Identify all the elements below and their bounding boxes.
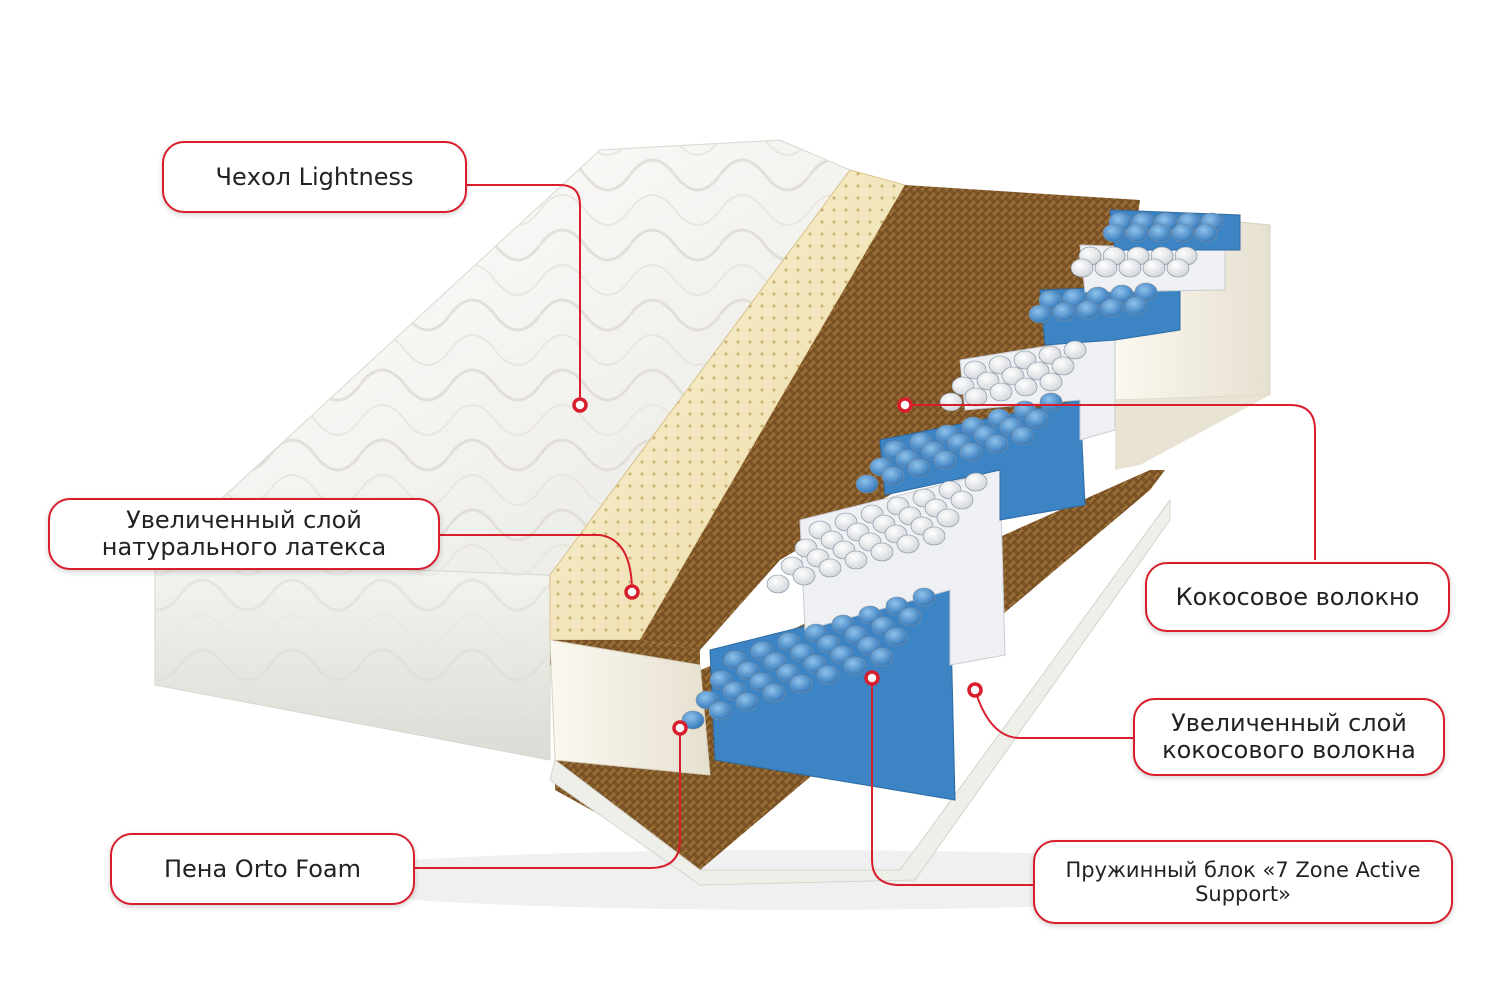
spring-coils [681, 212, 1224, 730]
spring-coil-top [1125, 223, 1149, 243]
label-spring: Пружинный блок «7 Zone Active Support» [1033, 840, 1453, 924]
spring-coil-top [1100, 298, 1124, 318]
spring-coil-top [1142, 258, 1166, 278]
spring-coil-top [1070, 258, 1094, 278]
spring-coil-top [766, 574, 790, 594]
spring-coil-top [1102, 223, 1126, 243]
spring-coil-top [1124, 296, 1148, 316]
spring-coil-top [898, 607, 922, 627]
label-cover-text: Чехол Lightness [215, 162, 414, 191]
spring-coil-top [964, 472, 988, 492]
spring-coil-top [818, 558, 842, 578]
spring-coil-top [985, 434, 1009, 454]
coir-top-layer [640, 185, 1140, 650]
label-latex: Увеличенный слой натурального латекса [48, 498, 440, 570]
spring-coil-top [881, 466, 905, 486]
spring-coil-top [1039, 392, 1063, 412]
spring-coil-top [681, 710, 705, 730]
spring-coil-top [1166, 258, 1190, 278]
spring-coil-top [1171, 223, 1195, 243]
spring-coil-top [884, 627, 908, 647]
marker-coconut [897, 397, 913, 413]
line-coconut-thick [974, 689, 1133, 739]
spring-coil-top [907, 458, 931, 478]
label-cover: Чехол Lightness [162, 141, 467, 213]
spring-coil-top [1076, 300, 1100, 320]
spring-coil-top [1148, 223, 1172, 243]
spring-coil-top [789, 674, 813, 694]
spring-coil-top [912, 587, 936, 607]
spring-coil-top [1094, 258, 1118, 278]
spring-coil-top [1051, 356, 1075, 376]
spring-coil-top [844, 550, 868, 570]
spring-coil-top [950, 490, 974, 510]
marker-spring [864, 670, 880, 686]
spring-coil-top [959, 442, 983, 462]
spring-coil-top [933, 450, 957, 470]
spring-coil-top [1038, 290, 1062, 310]
spring-coil-top [870, 542, 894, 562]
marker-latex [624, 584, 640, 600]
spring-coil-top [735, 692, 759, 712]
spring-coil-top [816, 665, 840, 685]
label-coconut-thick-line1: Увеличенный слой [1171, 709, 1407, 737]
line-foam [415, 728, 681, 869]
callout-markers [572, 397, 983, 736]
foam-block-front [549, 639, 711, 776]
marker-foam [672, 720, 688, 736]
spring-coil-top [1028, 304, 1052, 324]
spring-coil-top [762, 683, 786, 703]
spring-coil-top [896, 534, 920, 554]
mattress-base [549, 498, 1171, 886]
marker-cover [572, 397, 588, 413]
spring-coil-top [1014, 377, 1038, 397]
spring-coil-top [855, 474, 879, 494]
spring-coil-top [1052, 302, 1076, 322]
spring-coil-top [792, 566, 816, 586]
spring-coil-top [708, 701, 732, 721]
spring-coil-top [1039, 372, 1063, 392]
spring-coil-top [1194, 223, 1218, 243]
spring-coil-top [964, 387, 988, 407]
spring-coil-top [1062, 288, 1086, 308]
label-latex-line1: Увеличенный слой [126, 506, 362, 534]
line-latex [440, 534, 633, 593]
marker-coconut-thick [967, 682, 983, 698]
spring-coil-top [922, 526, 946, 546]
label-spring-line1: Пружинный блок «7 Zone Active [1065, 858, 1421, 882]
label-foam: Пена Orto Foam [110, 833, 415, 905]
spring-coil-top [1110, 284, 1134, 304]
spring-coil-top [1011, 426, 1035, 446]
spring-coil-top [936, 508, 960, 528]
spring-coil-top [870, 647, 894, 667]
label-coconut-thick-line2: кокосового волокна [1162, 736, 1416, 764]
spring-coil-top [1086, 286, 1110, 306]
label-foam-text: Пена Orto Foam [163, 854, 362, 883]
label-coconut-thick: Увеличенный слой кокосового волокна [1133, 698, 1445, 776]
spring-coil-top [843, 656, 867, 676]
spring-coil-top [1118, 258, 1142, 278]
spring-coil-top [1063, 340, 1087, 360]
callout-lines [415, 184, 1316, 886]
label-coconut-text: Кокосовое волокно [1175, 582, 1420, 611]
spring-coil-top [989, 382, 1013, 402]
spring-coil-top [939, 392, 963, 412]
label-latex-line2: натурального латекса [101, 533, 387, 561]
spring-coil-top [1025, 409, 1049, 429]
label-spring-line2: Support» [1195, 882, 1291, 906]
line-coconut [905, 404, 1316, 560]
line-cover [467, 184, 581, 405]
label-coconut: Кокосовое волокно [1145, 562, 1450, 632]
line-spring [871, 678, 1033, 886]
spring-coil-top [1134, 282, 1158, 302]
